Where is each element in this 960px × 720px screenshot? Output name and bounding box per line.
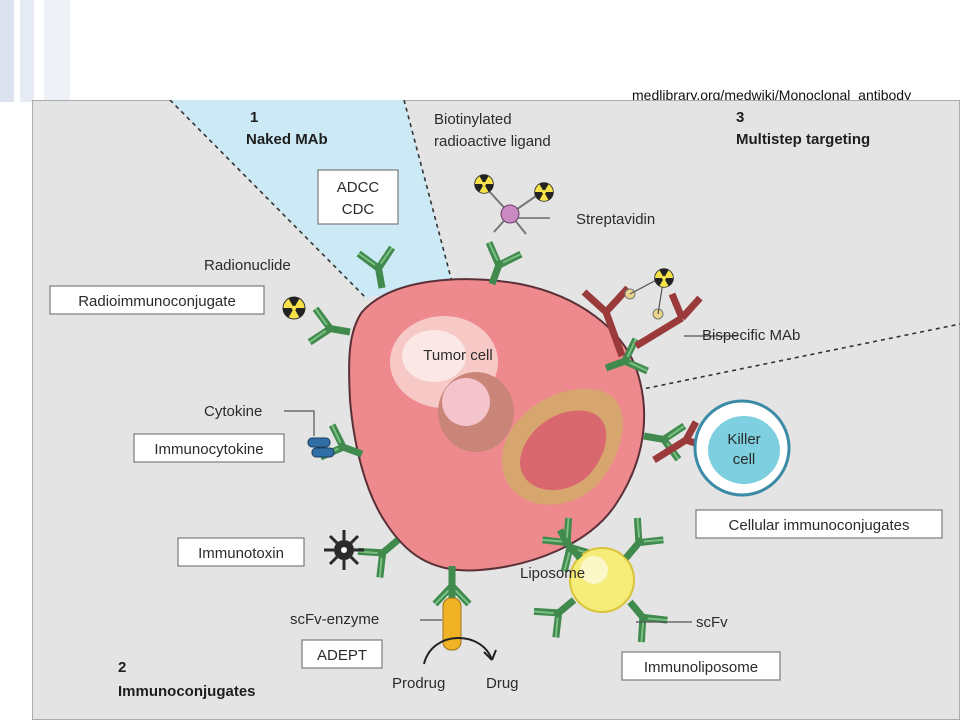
- immunotoxin-label: Immunotoxin: [198, 545, 284, 562]
- slide-decoration-stripe: [0, 0, 14, 102]
- section-2-number: 2: [118, 659, 126, 676]
- adcc-cdc-box: [317, 169, 399, 225]
- section-3-title: Multistep targeting: [736, 131, 870, 148]
- region-divider-line: [637, 323, 960, 391]
- adept-box: [301, 639, 383, 669]
- tumor-nucleolus: [442, 378, 490, 426]
- diagram-canvas: 1 Naked MAb 3 Multistep targeting 2 Immu…: [32, 100, 960, 720]
- adept-label: ADEPT: [317, 647, 367, 664]
- immunocytokine-label: Immunocytokine: [154, 441, 263, 458]
- radioimmunoconjugate-label: Radioimmunoconjugate: [78, 293, 236, 310]
- tumor-cell-highlight: [402, 330, 466, 382]
- streptavidin-molecule: [500, 204, 520, 224]
- immunoliposome-label: Immunoliposome: [644, 659, 758, 676]
- cytokine-icon: [307, 437, 331, 448]
- enzyme-icon: [442, 597, 462, 651]
- tumor-organelle: [520, 410, 607, 491]
- prodrug-label: Prodrug: [392, 675, 445, 692]
- liposome-highlight: [580, 556, 608, 584]
- radioactive-ligand-label: radioactive ligand: [434, 133, 551, 150]
- radiation-icon: [654, 268, 674, 288]
- tumor-cell-label: Tumor cell: [423, 347, 492, 364]
- cellular-immunoconjugates-label: Cellular immunoconjugates: [729, 517, 910, 534]
- source-url: medlibrary.org/medwiki/Monoclonal_antibo…: [632, 87, 912, 103]
- slide-decoration-stripe: [20, 0, 34, 102]
- liposome-label: Liposome: [520, 565, 585, 582]
- bispecific-antibody-icon: [634, 292, 703, 349]
- cytokine-label: Cytokine: [204, 403, 262, 420]
- toxin-icon: [324, 530, 364, 570]
- slide-decoration-stripe: [44, 0, 70, 102]
- radioimmunoconjugate-box: [49, 285, 265, 315]
- cytokine-icon: [311, 447, 335, 458]
- immunotoxin-box: [177, 537, 305, 567]
- cell-label: cell: [733, 451, 756, 468]
- radiation-icon: [282, 296, 306, 320]
- section-1-title: Naked MAb: [246, 131, 328, 148]
- leader-line: [284, 410, 315, 436]
- radiation-icon: [534, 182, 554, 202]
- cdc-label: CDC: [342, 201, 375, 218]
- conversion-arrow: [423, 637, 493, 665]
- bispecific-label: Bispecific MAb: [702, 327, 800, 344]
- killer-cell-nucleus: [708, 416, 780, 484]
- adcc-label: ADCC: [337, 179, 380, 196]
- section-1-number: 1: [250, 109, 258, 126]
- immunocytokine-box: [133, 433, 285, 463]
- drug-label: Drug: [486, 675, 519, 692]
- biotinylated-label: Biotinylated: [434, 111, 512, 128]
- monoclonal-antibody-diagram: 1 Naked MAb 3 Multistep targeting 2 Immu…: [32, 100, 960, 720]
- streptavidin-label: Streptavidin: [576, 211, 655, 228]
- section-2-title: Immunoconjugates: [118, 683, 256, 700]
- radionuclide-label: Radionuclide: [204, 257, 291, 274]
- killer-label: Killer: [727, 431, 760, 448]
- section-3-number: 3: [736, 109, 744, 126]
- scfv-enzyme-label: scFv-enzyme: [290, 611, 379, 628]
- immunoliposome-box: [621, 651, 781, 681]
- arrowhead-icon: [483, 649, 497, 661]
- naked-mab-region: [170, 100, 452, 298]
- scfv-label: scFv: [696, 614, 728, 631]
- radiation-icon: [474, 174, 494, 194]
- cellular-immunoconjugates-box: [695, 509, 943, 539]
- region-divider-line: [169, 100, 367, 299]
- bispecific-antibody-icon: [581, 285, 631, 358]
